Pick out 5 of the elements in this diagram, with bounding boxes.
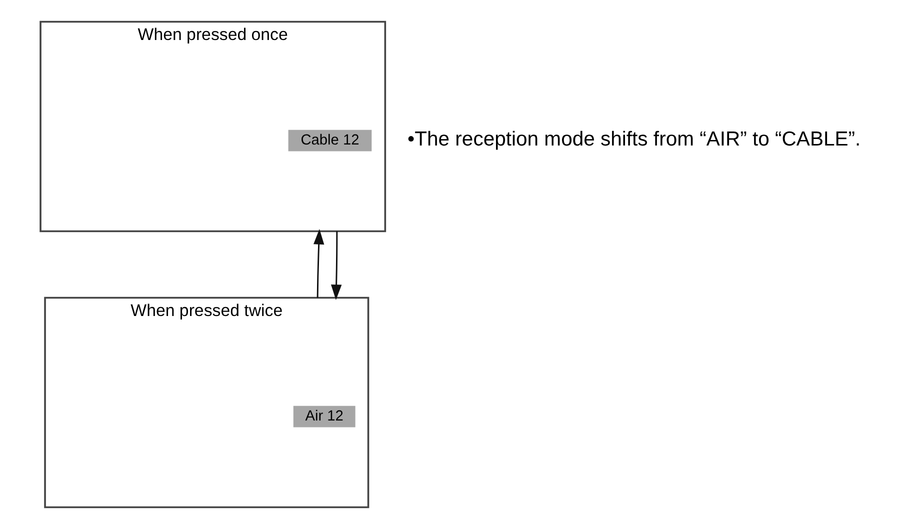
- label: •The reception mode shifts from “AIR” to “CABLE”.: [408, 128, 861, 151]
- node-box: Cable 12: [288, 130, 372, 152]
- arrow: [313, 229, 324, 298]
- node-box: Air 12: [293, 406, 356, 428]
- arrow: [330, 231, 342, 300]
